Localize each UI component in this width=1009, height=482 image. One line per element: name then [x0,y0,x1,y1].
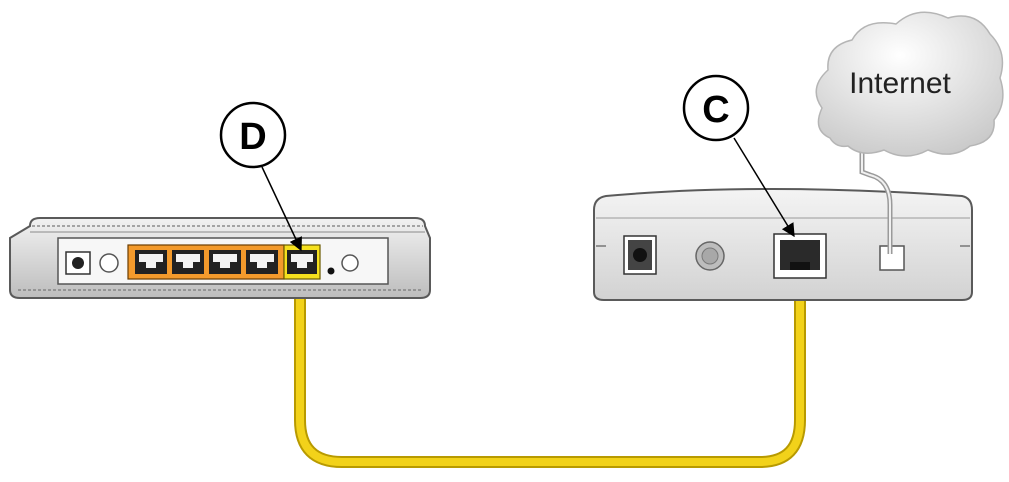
callout-d-label: D [239,116,266,158]
router-lan-port [135,250,167,274]
router-lan-port [246,250,278,274]
modem [593,188,973,301]
callout-d-arrow [261,166,302,252]
modem-ethernet-port [773,233,827,279]
router-lan-port [209,250,241,274]
cloud-label: Internet [849,67,951,100]
router-internet-port [283,244,321,280]
router [9,217,431,299]
router-reset-button-right [341,254,359,272]
callout-c-label: C [702,89,729,131]
router-reset-button-left [99,253,119,273]
callout-d: D [219,101,302,252]
router-indicator-dot [327,267,335,275]
router-lan-port [172,250,204,274]
callout-c: C [682,74,795,238]
internet-cloud: Internet [815,11,1004,157]
ethernet-cable [294,252,806,468]
callout-c-arrow [733,137,795,238]
